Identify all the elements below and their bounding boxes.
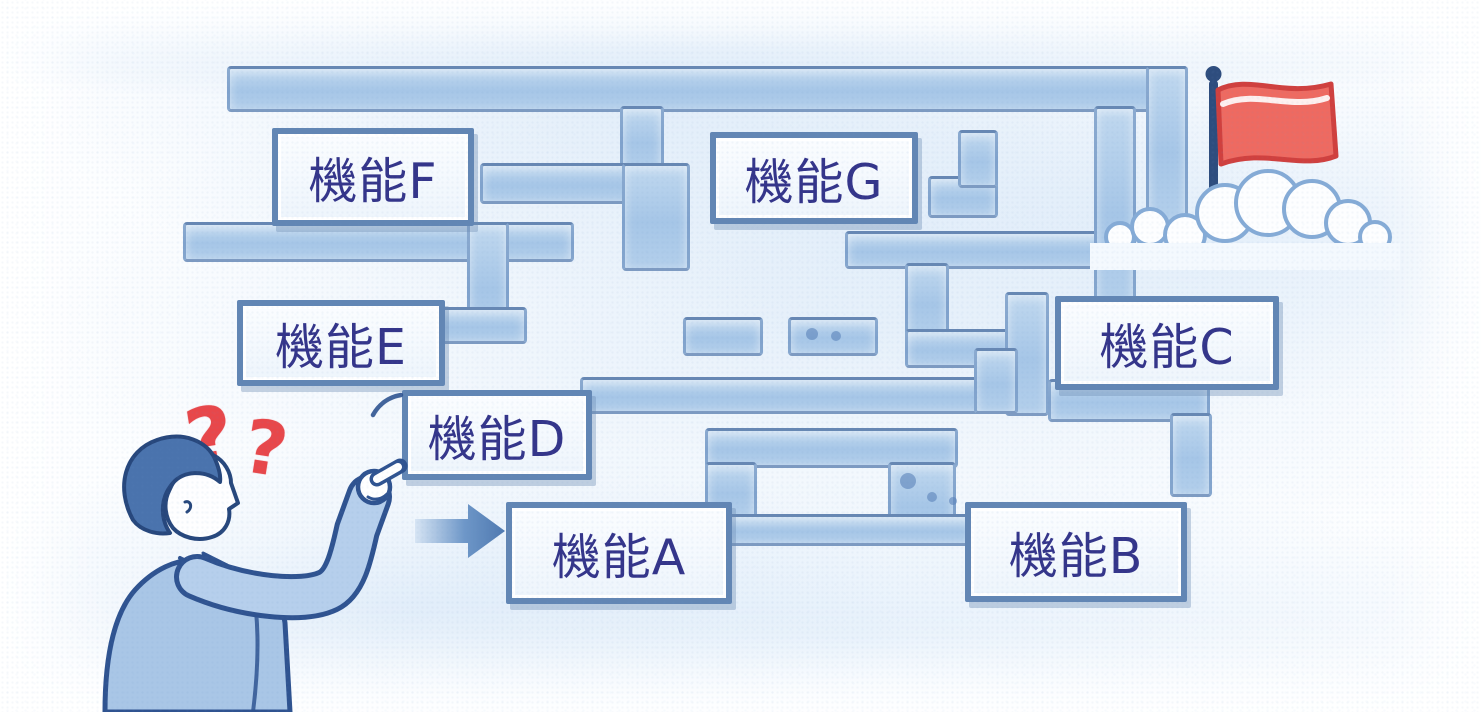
function-box-a: 機能A <box>506 502 732 604</box>
function-box-d: 機能D <box>402 390 592 480</box>
maze-wall <box>1170 413 1212 497</box>
maze-wall <box>905 263 949 339</box>
maze-wall <box>718 514 974 546</box>
function-box-e-label: 機能E <box>275 318 407 376</box>
function-box-a-label: 機能A <box>551 528 687 586</box>
function-box-d-label: 機能D <box>427 410 567 468</box>
start-arrow-icon <box>415 504 505 558</box>
maze-wall <box>183 222 574 262</box>
maze-speckle <box>900 473 916 489</box>
maze-speckle <box>949 497 957 505</box>
function-box-c: 機能C <box>1055 296 1279 390</box>
maze-speckle <box>927 492 937 502</box>
maze-wall <box>433 307 527 344</box>
maze-wall <box>683 317 763 356</box>
function-box-e: 機能E <box>237 300 445 386</box>
maze-wall <box>974 348 1018 414</box>
function-box-c-label: 機能C <box>1099 318 1235 376</box>
maze-wall <box>620 106 664 174</box>
person-pointing <box>102 392 408 712</box>
maze-wall <box>227 66 1188 112</box>
maze-wall <box>705 428 958 468</box>
clouds-icon <box>1090 169 1400 270</box>
maze-wall <box>905 329 1013 368</box>
function-box-f: 機能F <box>272 128 474 226</box>
function-box-g: 機能G <box>710 132 918 224</box>
function-box-g-label: 機能G <box>744 153 884 211</box>
maze-wall <box>1094 106 1136 304</box>
maze-wall <box>958 130 998 188</box>
maze-wall <box>580 377 1018 414</box>
maze-wall <box>622 163 690 271</box>
function-box-b-label: 機能B <box>1008 527 1144 585</box>
maze-speckle <box>806 328 818 340</box>
function-box-b: 機能B <box>965 502 1187 602</box>
maze-wall <box>845 231 1106 269</box>
maze-speckle <box>831 331 841 341</box>
function-box-f-label: 機能F <box>308 152 438 210</box>
